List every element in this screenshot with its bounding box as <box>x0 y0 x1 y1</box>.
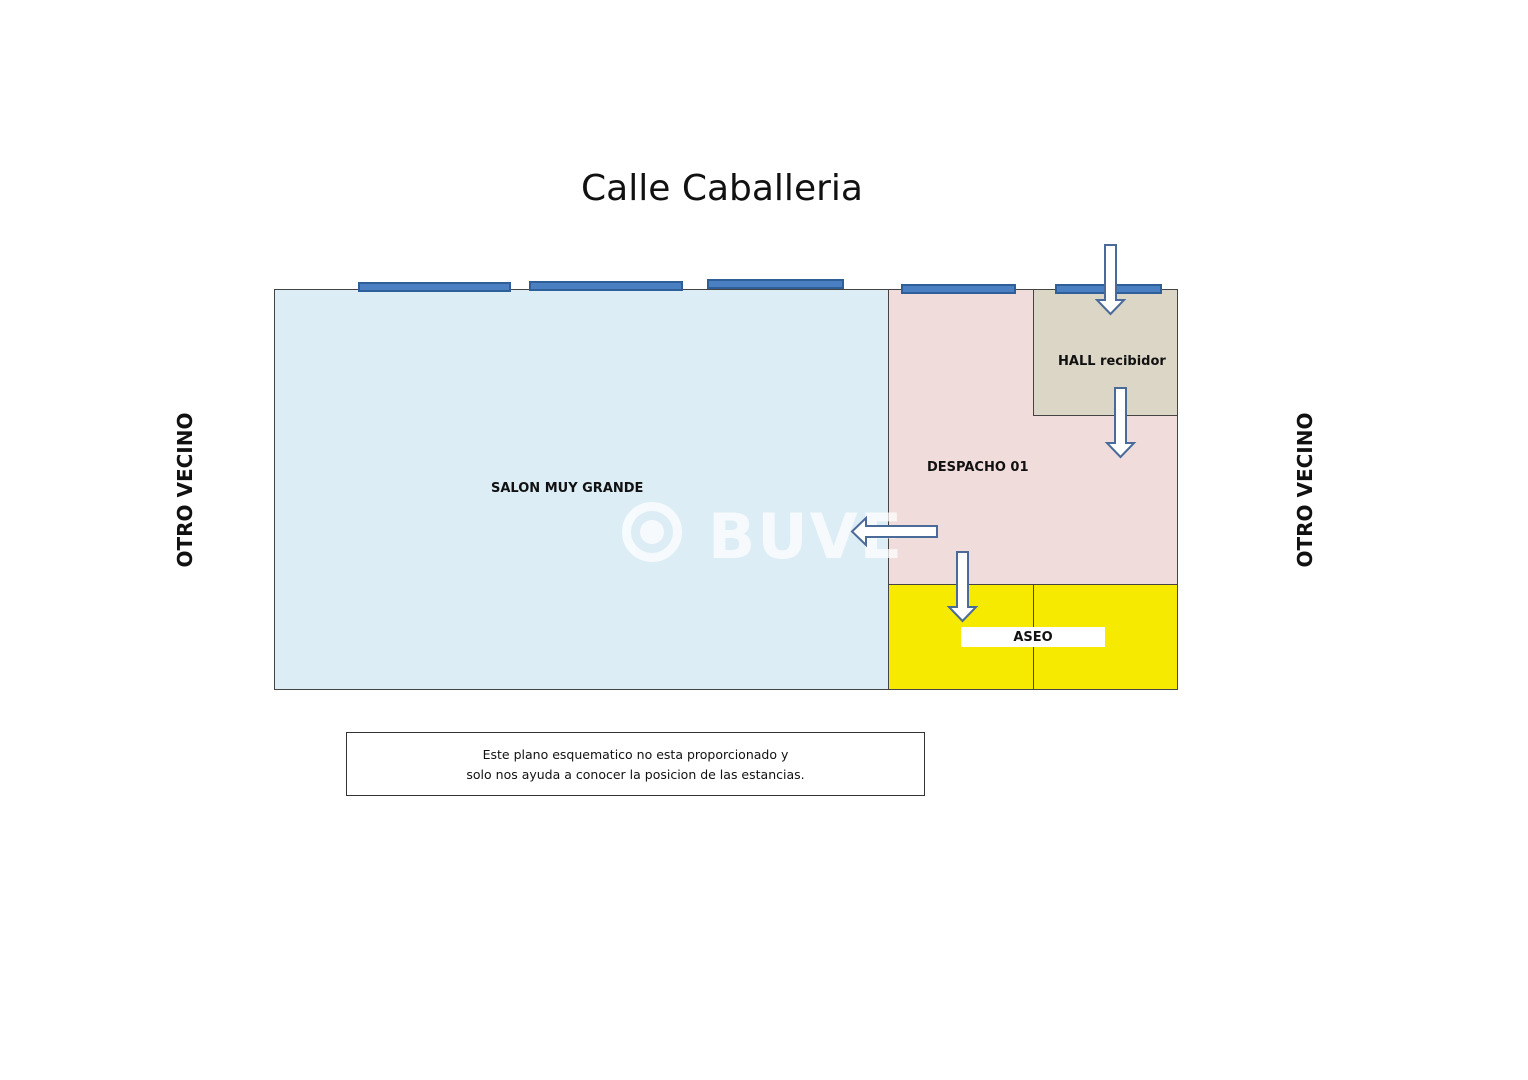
window-1 <box>358 282 511 292</box>
disclaimer-note: Este plano esquematico no esta proporcio… <box>346 732 925 796</box>
despacho-label: DESPACHO 01 <box>927 460 1029 475</box>
disclaimer-line-1: Este plano esquematico no esta proporcio… <box>482 747 789 762</box>
hall-label: HALL recibidor <box>1058 354 1166 369</box>
aseo-label: ASEO <box>1013 630 1053 645</box>
room-salon <box>274 289 889 690</box>
salon-label: SALON MUY GRANDE <box>491 481 644 496</box>
neighbor-right-label: OTRO VECINO <box>1293 412 1317 568</box>
window-3 <box>707 279 844 289</box>
buve-logo-dot <box>640 520 664 544</box>
window-5 <box>1055 284 1162 294</box>
street-title: Calle Caballeria <box>581 168 863 209</box>
neighbor-left-label: OTRO VECINO <box>173 412 197 568</box>
disclaimer-line-2: solo nos ayuda a conocer la posicion de … <box>466 767 805 782</box>
window-4 <box>901 284 1016 294</box>
watermark-brand: BUVE <box>708 500 904 573</box>
watermark: BUVE <box>618 498 918 588</box>
window-2 <box>529 281 683 291</box>
buve-logo-icon <box>622 502 682 562</box>
aseo-label-box: ASEO <box>961 627 1105 647</box>
room-hall <box>1033 289 1178 416</box>
